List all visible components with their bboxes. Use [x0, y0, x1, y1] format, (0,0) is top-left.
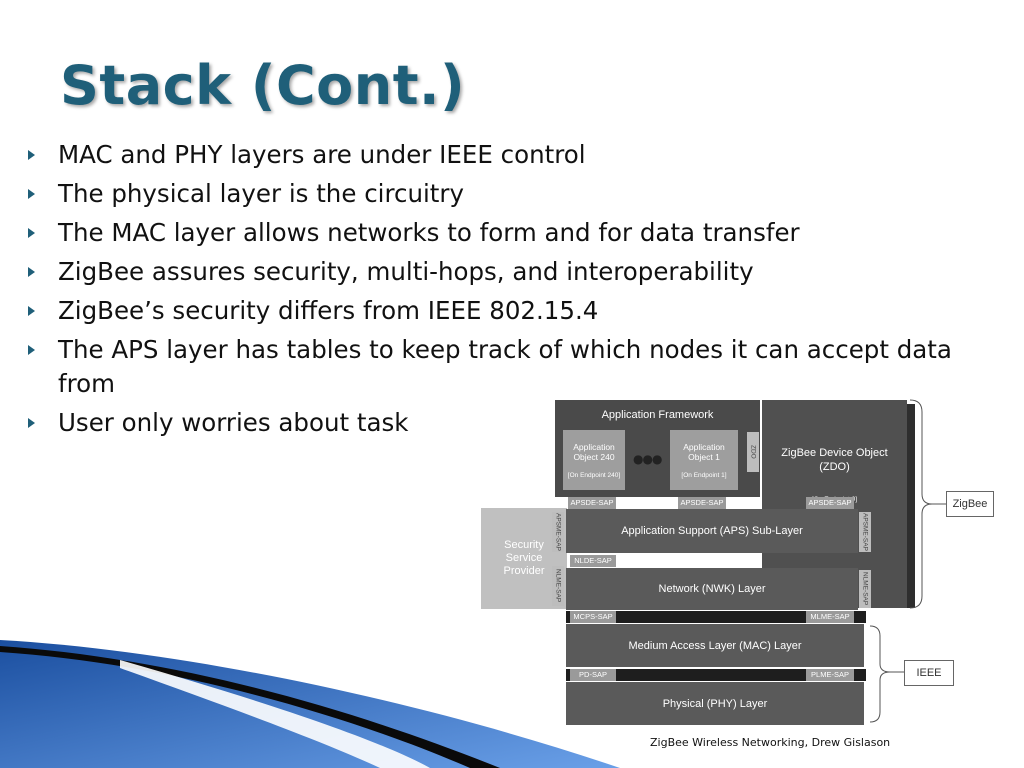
- bullet-item: The physical layer is the circuitry: [28, 177, 998, 211]
- bullet-text: User only worries about task: [58, 408, 409, 437]
- bullet-item: ZigBee assures security, multi-hops, and…: [28, 255, 998, 289]
- bullet-arrow-icon: [28, 418, 35, 428]
- bullet-list: MAC and PHY layers are under IEEE contro…: [28, 138, 998, 445]
- bullet-arrow-icon: [28, 189, 35, 199]
- bullet-item: The APS layer has tables to keep track o…: [28, 333, 998, 401]
- slide-title: Stack (Cont.): [60, 54, 466, 117]
- bullet-arrow-icon: [28, 228, 35, 238]
- bullet-text: MAC and PHY layers are under IEEE contro…: [58, 140, 586, 169]
- bullet-item: User only worries about task: [28, 406, 458, 440]
- bullet-text: The MAC layer allows networks to form an…: [58, 218, 800, 247]
- bullet-item: MAC and PHY layers are under IEEE contro…: [28, 138, 998, 172]
- bullet-arrow-icon: [28, 345, 35, 355]
- bullet-text: The physical layer is the circuitry: [58, 179, 464, 208]
- bullet-item: ZigBee’s security differs from IEEE 802.…: [28, 294, 998, 328]
- bullet-text: ZigBee’s security differs from IEEE 802.…: [58, 296, 599, 325]
- bullet-item: The MAC layer allows networks to form an…: [28, 216, 998, 250]
- source-caption: ZigBee Wireless Networking, Drew Gislaso…: [650, 736, 891, 749]
- bullet-arrow-icon: [28, 306, 35, 316]
- bullet-text: ZigBee assures security, multi-hops, and…: [58, 257, 754, 286]
- bullet-arrow-icon: [28, 267, 35, 277]
- bullet-text: The APS layer has tables to keep track o…: [58, 335, 952, 398]
- bullet-arrow-icon: [28, 150, 35, 160]
